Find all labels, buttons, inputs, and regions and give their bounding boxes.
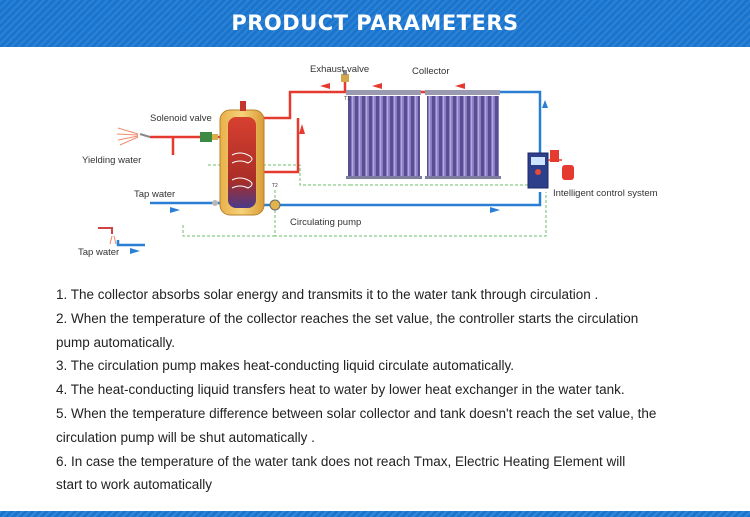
description-line: 2. When the temperature of the collector…	[56, 310, 639, 326]
intelligent-control-label: Intelligent control system	[553, 188, 658, 199]
description-line: 6. In case the temperature of the water …	[56, 453, 626, 469]
description-list: 1. The collector absorbs solar energy an…	[56, 283, 746, 497]
page-title: PRODUCT PARAMETERS	[231, 11, 519, 35]
flow-arrows	[299, 83, 465, 134]
footer-bar	[0, 511, 750, 517]
valve-icon	[212, 200, 218, 206]
description-line: 5. When the temperature difference betwe…	[56, 405, 657, 421]
collector-left	[346, 90, 422, 179]
cold-pipes	[116, 90, 542, 247]
circulating-pump-label: Circulating pump	[290, 217, 361, 228]
solenoid-valve-label: Solenoid valve	[150, 113, 212, 124]
faucet-icon	[98, 227, 117, 245]
collector-right	[425, 90, 501, 179]
yielding-water-label: Yielding water	[82, 155, 141, 166]
circulating-pump-icon	[269, 199, 281, 211]
solenoid-valve-icon	[200, 132, 218, 142]
header-banner	[0, 0, 750, 47]
t2-label: T2	[272, 183, 278, 189]
description-line: start to work automatically	[56, 477, 213, 493]
tap-water-bottom-label: Tap water	[78, 247, 119, 258]
collector-label: Collector	[412, 66, 450, 77]
exhaust-valve-icon	[341, 70, 349, 82]
description-line: pump automatically.	[56, 334, 176, 350]
exhaust-valve-label: Exhaust valve	[310, 64, 369, 75]
shower-icon	[116, 127, 151, 146]
water-tank	[219, 101, 265, 216]
description-line: 3. The circulation pump makes heat-condu…	[56, 358, 514, 374]
solar-system-diagram: Exhaust valve Collector Solenoid valve Y…	[78, 64, 658, 258]
description-line: 1. The collector absorbs solar energy an…	[56, 287, 599, 302]
description-line: 4. The heat-conducting liquid transfers …	[56, 382, 625, 398]
flow-arrows-blue	[130, 100, 548, 254]
controller-icon	[527, 150, 574, 189]
description-line: circulation pump will be shut automatica…	[56, 429, 315, 445]
t1-label: T1	[344, 96, 350, 102]
tap-water-label: Tap water	[134, 189, 175, 200]
